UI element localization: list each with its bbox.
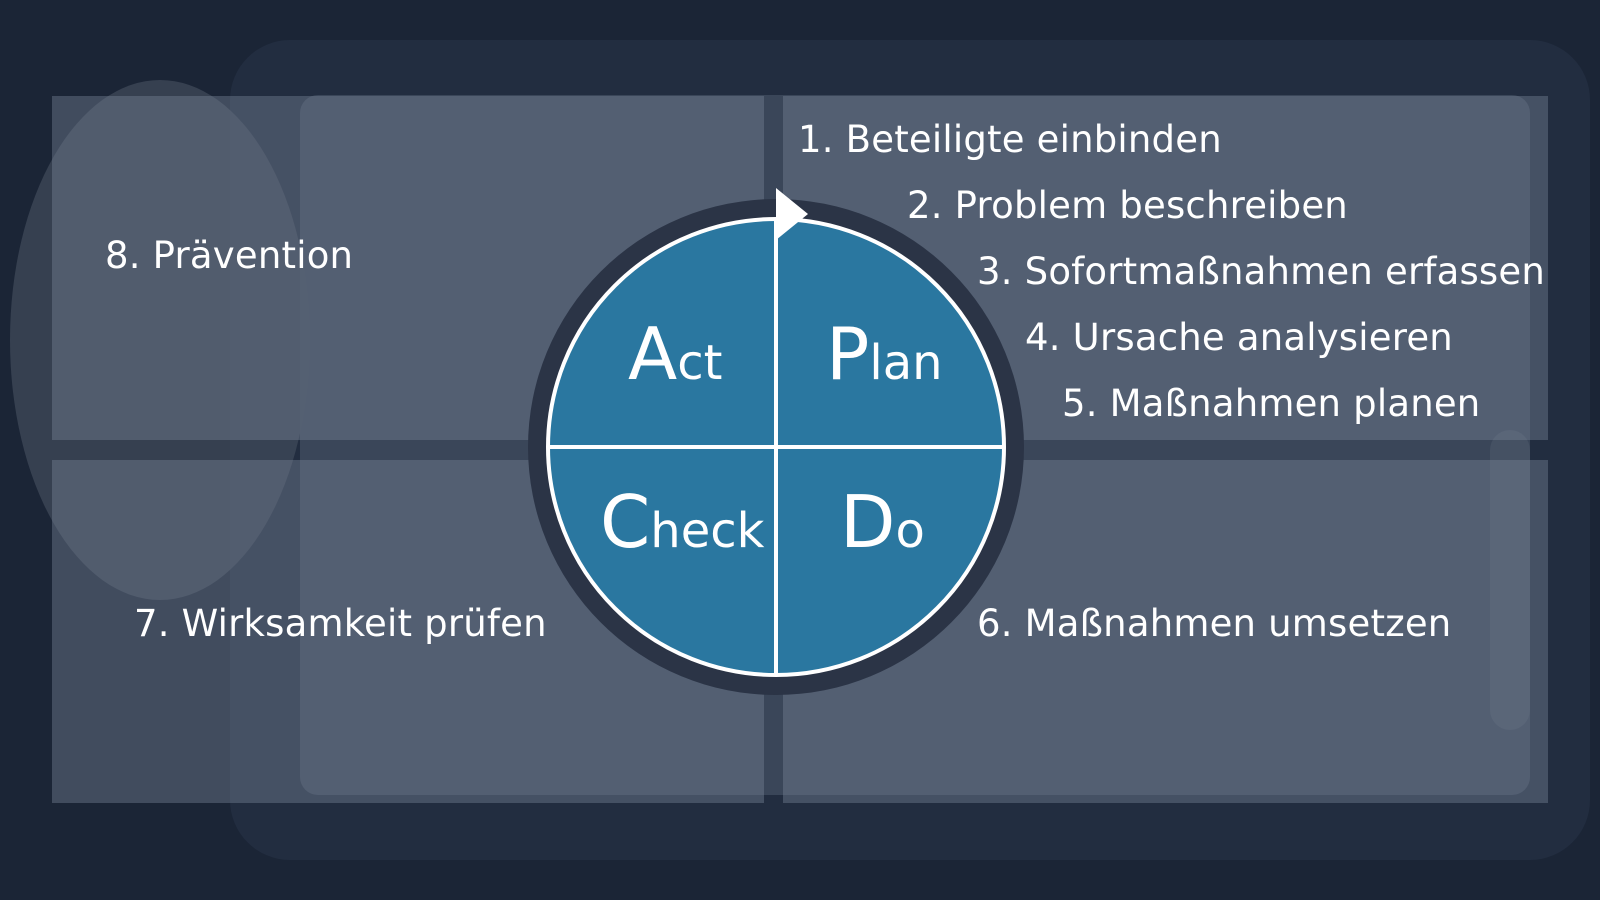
step-2-label: 2. Problem beschreiben [907, 184, 1348, 227]
check-initial: C [600, 480, 651, 564]
step-3-label: 3. Sofortmaßnahmen erfassen [977, 250, 1546, 293]
step-5-label: 5. Maßnahmen planen [1062, 382, 1481, 425]
cycle-arrow-icon [776, 188, 808, 240]
quadrant-check: Check [600, 486, 764, 558]
step-8-label: 8. Prävention [105, 234, 354, 277]
step-7-label: 7. Wirksamkeit prüfen [134, 602, 547, 645]
act-initial: A [628, 312, 678, 396]
quadrant-plan: Plan [826, 318, 943, 390]
do-rest: o [895, 503, 925, 559]
quadrant-act: Act [628, 318, 722, 390]
check-rest: heck [650, 503, 765, 559]
plan-initial: P [826, 312, 870, 396]
step-6-label: 6. Maßnahmen umsetzen [977, 602, 1452, 645]
do-initial: D [840, 480, 896, 564]
plan-rest: lan [869, 335, 943, 391]
step-4-label: 4. Ursache analysieren [1025, 316, 1453, 359]
act-rest: ct [677, 335, 723, 391]
step-1-label: 1. Beteiligte einbinden [798, 118, 1222, 161]
quadrant-do: Do [840, 486, 925, 558]
